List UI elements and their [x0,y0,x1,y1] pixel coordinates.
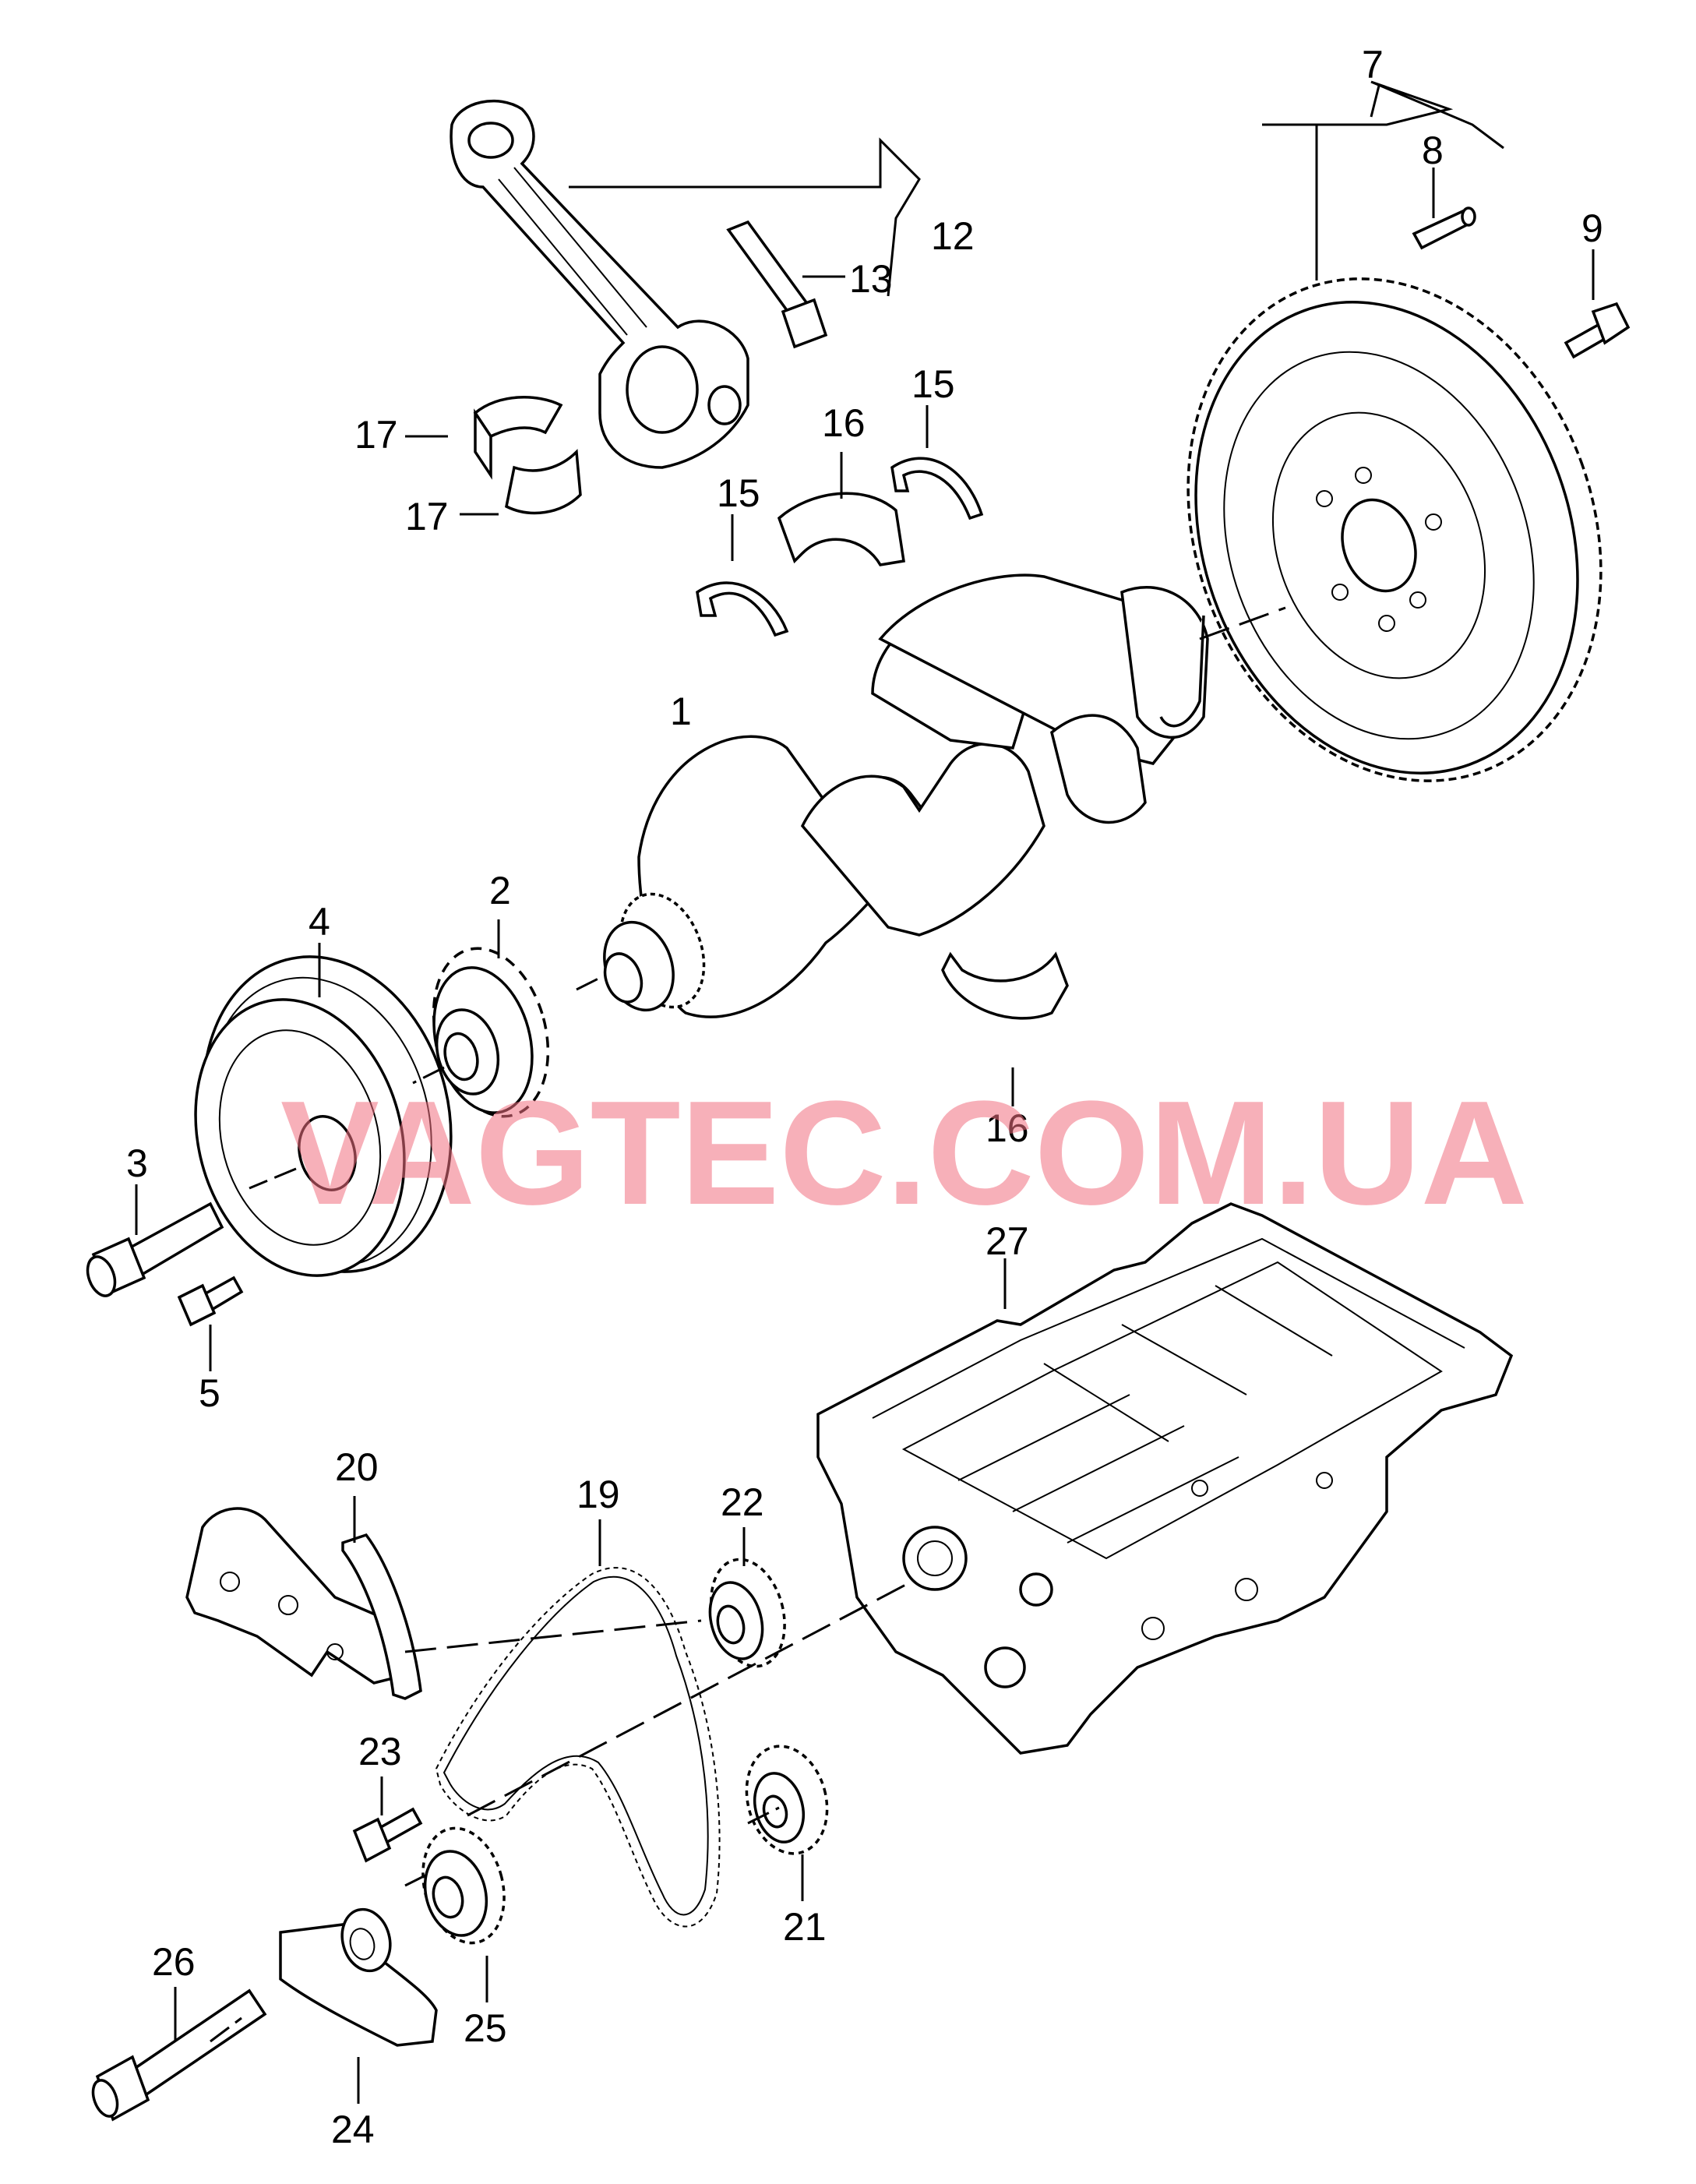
callout-22: 22 [721,1480,764,1524]
callout-7: 7 [1362,43,1384,86]
callout-24: 24 [331,2108,375,2151]
callout-1: 1 [670,690,692,733]
callout-25: 25 [464,2006,507,2050]
callout-labels: 1 2 3 4 5 7 8 9 12 13 15 15 16 16 17 17 … [126,43,1603,2151]
thrust-washer-right [890,457,984,520]
callout-3: 3 [126,1141,148,1185]
pulley-bolt [86,1201,224,1297]
rod-bearing-upper [473,396,563,480]
balance-sprocket [745,1745,829,1855]
callout-5: 5 [199,1371,220,1415]
oil-pump-sprocket [708,1558,786,1668]
crankshaft [603,573,1209,1018]
thrust-washer-left [696,581,789,637]
drive-sprocket [421,1826,506,1945]
callout-23: 23 [358,1730,402,1773]
callout-8: 8 [1422,129,1444,172]
flywheel-bolt [1564,302,1631,359]
counterweight [279,1907,438,2047]
callout-19: 19 [576,1473,620,1516]
callout-2: 2 [489,869,511,912]
watermark: VAGTEC.COM.UA [280,1071,1528,1236]
callout-15-right: 15 [911,362,955,406]
callout-17-bottom: 17 [405,495,449,538]
assembly-axis-lines [210,606,1286,2043]
rod-bearing-lower [505,449,582,515]
callout-9: 9 [1581,206,1603,250]
callout-27: 27 [986,1219,1029,1263]
callout-13: 13 [849,257,893,301]
main-bearing-shell-upper [777,492,905,566]
callout-15-left: 15 [717,471,760,515]
pulley-small-bolt [177,1275,244,1327]
timing-chain [435,1567,721,1928]
callout-26: 26 [152,1940,196,1984]
callout-4: 4 [309,900,330,944]
crank-sprocket [432,947,550,1118]
pulley [194,955,453,1277]
chain-tensioner [185,1507,422,1700]
callout-20: 20 [335,1445,379,1489]
callout-16-top: 16 [822,401,866,445]
connecting-rod [450,99,749,469]
callout-12: 12 [931,214,975,258]
main-bearing-shell-lower [941,951,1069,1020]
con-rod-bolt [726,220,828,349]
callout-17-top: 17 [354,413,398,457]
callout-16-bottom: 16 [986,1106,1029,1150]
dowel-pin [1412,206,1476,250]
counterweight-bolt [91,1988,267,2122]
callout-21: 21 [783,1905,827,1949]
sprocket-bolt [352,1807,423,1863]
flywheel [1186,277,1603,782]
oil-pan-housing [816,1202,1514,1755]
callout-leaders [135,80,1595,2104]
